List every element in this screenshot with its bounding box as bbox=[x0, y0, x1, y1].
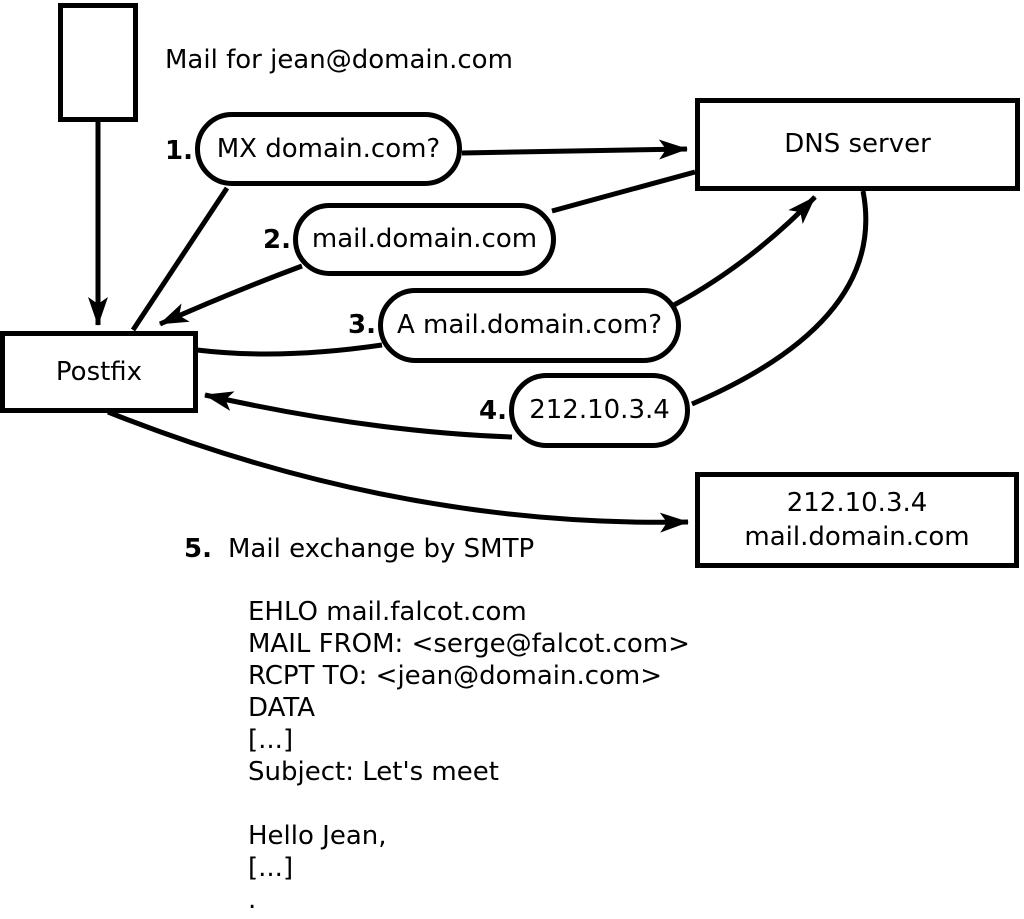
destination-ip: 212.10.3.4 bbox=[786, 488, 928, 518]
line-postfix-to-query1 bbox=[130, 186, 230, 332]
line-dns-to-answer2 bbox=[551, 169, 696, 214]
arrow-postfix-to-destination bbox=[107, 409, 689, 533]
destination-hostname: mail.domain.com bbox=[744, 522, 970, 552]
arrow-answer2-to-postfix bbox=[158, 263, 303, 327]
step-1-number: 1. bbox=[165, 136, 193, 166]
step-5-number: 5. bbox=[184, 534, 212, 564]
smtp-line: EHLO mail.falcot.com bbox=[248, 597, 527, 627]
smtp-line: MAIL FROM: <serge@falcot.com> bbox=[248, 629, 690, 659]
smtp-line: Subject: Let's meet bbox=[248, 757, 499, 787]
smtp-line: . bbox=[248, 885, 257, 915]
postfix-label: Postfix bbox=[55, 356, 143, 387]
step-2-answer-pill: mail.domain.com bbox=[293, 203, 556, 276]
step-4-answer-pill: 212.10.3.4 bbox=[509, 373, 690, 448]
dns-server-label: DNS server bbox=[784, 129, 931, 160]
step-2-number: 2. bbox=[263, 225, 291, 255]
postfix-node: Postfix bbox=[0, 331, 198, 413]
line-postfix-to-query3 bbox=[196, 342, 383, 357]
smtp-line bbox=[248, 788, 690, 820]
arrow-query1-to-dns bbox=[461, 139, 688, 160]
step-1-query-pill: MX domain.com? bbox=[195, 112, 462, 186]
dns-server-node: DNS server bbox=[695, 98, 1020, 191]
arrow-query3-to-dns bbox=[672, 195, 817, 308]
mail-message-box bbox=[58, 3, 138, 122]
smtp-session-text: EHLO mail.falcot.com MAIL FROM: <serge@f… bbox=[248, 596, 690, 916]
mail-for-label: Mail for jean@domain.com bbox=[165, 45, 513, 75]
smtp-line: DATA bbox=[248, 693, 315, 723]
step-4-answer-label: 212.10.3.4 bbox=[529, 395, 670, 426]
smtp-line: [...] bbox=[248, 853, 294, 883]
step-4-number: 4. bbox=[479, 396, 507, 426]
line-dns-to-answer4 bbox=[691, 190, 869, 407]
smtp-line: RCPT TO: <jean@domain.com> bbox=[248, 661, 663, 691]
arrow-answer4-to-postfix bbox=[204, 391, 513, 440]
step-3-number: 3. bbox=[348, 310, 376, 340]
smtp-line: Hello Jean, bbox=[248, 821, 387, 851]
smtp-line: [...] bbox=[248, 725, 294, 755]
step-3-query-pill: A mail.domain.com? bbox=[378, 288, 681, 363]
step-5-label: Mail exchange by SMTP bbox=[228, 534, 535, 564]
destination-server-node: 212.10.3.4 mail.domain.com bbox=[695, 472, 1019, 568]
step-3-query-label: A mail.domain.com? bbox=[397, 310, 662, 341]
step-2-answer-label: mail.domain.com bbox=[311, 224, 538, 255]
step-1-query-label: MX domain.com? bbox=[216, 133, 441, 164]
